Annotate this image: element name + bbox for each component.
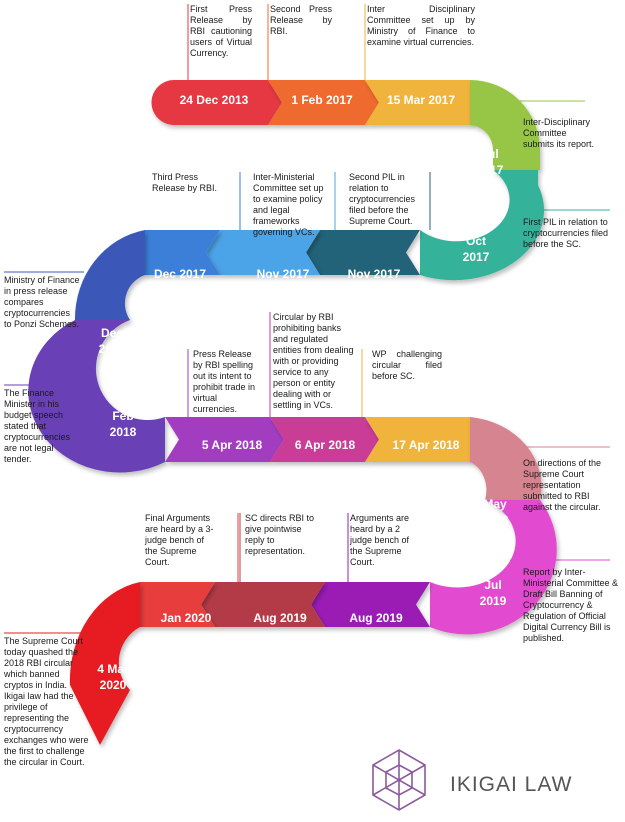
timeline-note-9: Ministry of Finance in press release com… (4, 275, 80, 329)
timeline-note-6: Second PIL in relation to cryptocurrenci… (349, 172, 416, 226)
timeline-date-11: 5 Apr 2018 (202, 438, 263, 452)
timeline-note-18: Final Arguments are heard by a 3-judge b… (145, 513, 214, 567)
timeline-date-2: 1 Feb 2017 (291, 93, 353, 107)
timeline-date-12: 6 Apr 2018 (295, 438, 356, 452)
timeline-note-17: SC directs RBI to give pointwise reply t… (245, 513, 315, 556)
timeline-note-16: Arguments are heard by a 2 judge bench o… (350, 513, 410, 567)
timeline-segment-18 (126, 582, 215, 627)
timeline-segment-5 (420, 170, 545, 281)
timeline-segment-7 (206, 230, 320, 275)
timeline-note-1: First Press Release by RBI cautioning us… (190, 4, 252, 58)
timeline-date-1: 24 Dec 2013 (180, 93, 249, 107)
timeline-date-8: Dec 2017 (154, 267, 206, 281)
timeline-segment-9 (74, 230, 145, 320)
timeline-note-11: Press Release by RBI spelling out its in… (193, 349, 256, 414)
timeline-note-10: The Finance Minister in his budget speec… (4, 388, 71, 464)
timeline-note-2: Second Press Release by RBI. (270, 4, 332, 36)
timeline-note-14: On directions of the Supreme Court repre… (523, 458, 602, 512)
timeline-note-13: WP challenging circular filed before SC. (372, 349, 442, 381)
timeline-segment-15 (430, 500, 557, 635)
timeline-segment-12 (270, 417, 379, 462)
timeline-note-15: Report by Inter-Ministerial Committee & … (523, 567, 619, 643)
timeline-date-18: Jan 2020 (161, 611, 212, 625)
timeline-segment-14 (470, 417, 542, 500)
timeline-segment-10 (28, 320, 165, 473)
timeline-date-16: Aug 2019 (349, 611, 403, 625)
timeline-segment-11 (165, 417, 284, 462)
timeline-segment-3 (365, 80, 484, 125)
timeline-note-3: Inter Disciplinary Committee set up by M… (367, 4, 475, 47)
timeline-note-19: The Supreme Court today quashed the 2018… (4, 636, 89, 767)
timeline-note-5: First PIL in relation to cryptocurrencie… (523, 217, 609, 249)
timeline-segment-8 (131, 230, 220, 275)
timeline-date-7: Nov 2017 (257, 267, 310, 281)
timeline-segment-1 (151, 80, 282, 125)
timeline-date-13: 17 Apr 2018 (393, 438, 460, 452)
timeline-date-17: Aug 2019 (253, 611, 307, 625)
timeline-note-8: Third Press Release by RBI. (152, 172, 218, 193)
timeline-segment-17 (201, 582, 325, 627)
timeline-date-3: 15 Mar 2017 (387, 93, 455, 107)
timeline-segment-16 (311, 582, 430, 627)
hexagon-cube-icon (372, 749, 426, 811)
timeline-segment-19 (69, 582, 140, 745)
timeline-note-7: Inter-Ministerial Committee set up to ex… (253, 172, 324, 237)
timeline-note-4: Inter-Disciplinary Committee submits its… (523, 117, 595, 149)
timeline-note-12: Circular by RBI prohibiting banks and re… (273, 312, 354, 410)
timeline-segment-13 (365, 417, 484, 462)
timeline-segment-6 (306, 230, 420, 275)
timeline-segment-2 (268, 80, 379, 125)
timeline-date-6: Nov 2017 (348, 267, 401, 281)
logo-text: IKIGAI LAW (450, 773, 573, 796)
timeline-segment-4 (470, 80, 540, 170)
